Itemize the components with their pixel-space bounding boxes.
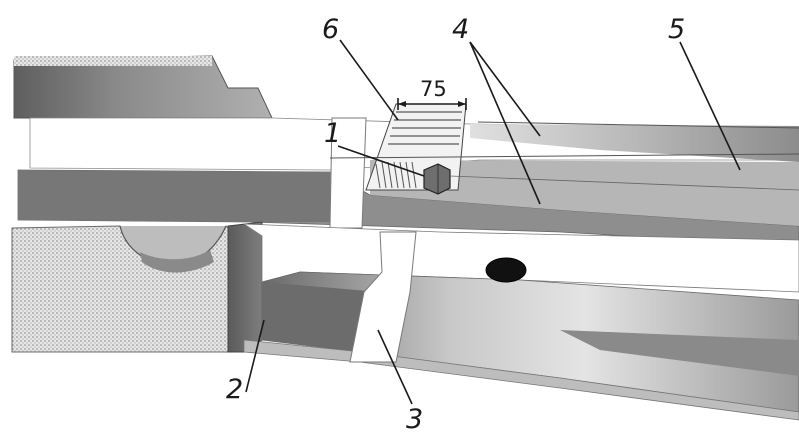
lower-insert-strip bbox=[349, 231, 417, 363]
callout-5: 5 bbox=[668, 14, 685, 45]
lower-rail-body-shadow bbox=[560, 330, 799, 376]
upper-insert-strip bbox=[329, 117, 367, 229]
dimension-75: 75 bbox=[397, 77, 467, 110]
leader-4b bbox=[469, 41, 541, 205]
callout-1: 1 bbox=[324, 118, 341, 149]
leader-1 bbox=[337, 145, 425, 177]
hatched-block bbox=[365, 103, 467, 191]
upper-rail-lower-light bbox=[370, 160, 799, 226]
lower-left-notch-shade bbox=[140, 250, 214, 273]
dimension-label: 75 bbox=[420, 77, 447, 101]
leader-4a bbox=[469, 41, 541, 137]
upper-rail-top-edge-hatch bbox=[14, 56, 212, 66]
lower-rail-body-dark bbox=[262, 282, 380, 352]
sensor-bolt bbox=[423, 163, 451, 195]
leader-6 bbox=[339, 39, 399, 121]
callout-6: 6 bbox=[322, 14, 339, 45]
upper-rail-right-wedge bbox=[470, 124, 799, 162]
rail-hole bbox=[485, 257, 527, 283]
leader-2 bbox=[245, 319, 265, 393]
conductor-line-lower bbox=[329, 153, 799, 159]
callout-2: 2 bbox=[226, 374, 243, 405]
callout-4: 4 bbox=[452, 14, 469, 45]
upper-rail-lower-shade bbox=[18, 170, 330, 222]
leader-5 bbox=[679, 41, 741, 171]
lower-left-face bbox=[227, 221, 263, 353]
callout-3: 3 bbox=[406, 404, 423, 432]
conductor-line-bolt bbox=[449, 175, 799, 191]
leader-3 bbox=[377, 329, 413, 405]
conductor-line-upper bbox=[477, 121, 799, 129]
